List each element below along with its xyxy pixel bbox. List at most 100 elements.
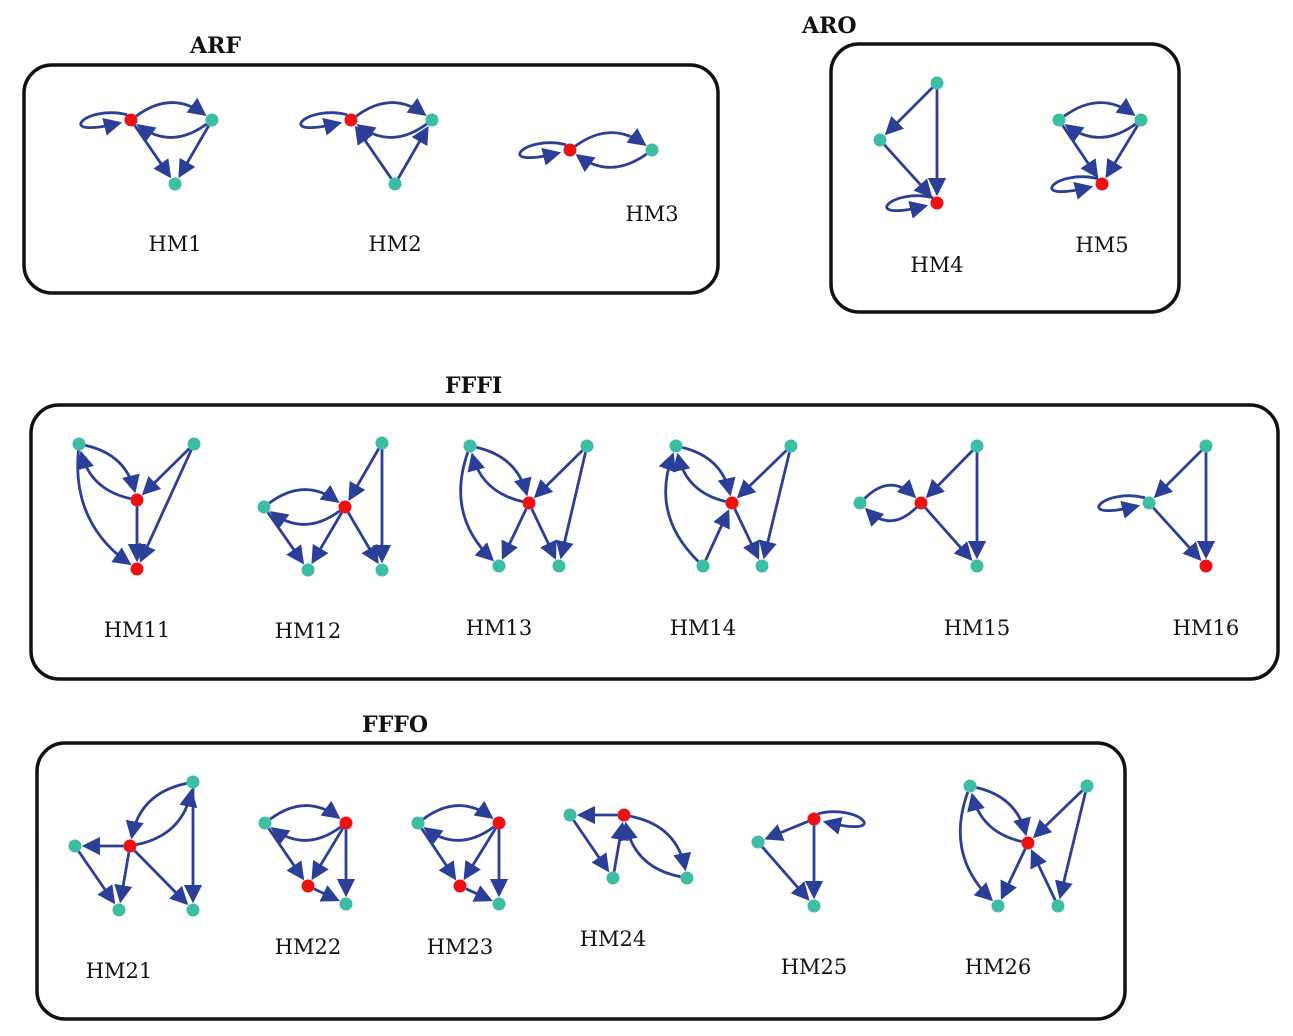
hm15-edge-h-to-b (924, 506, 973, 561)
motif-hm4 (873, 76, 947, 219)
hm15-node-t (970, 439, 984, 453)
hm13-node-tr (580, 439, 594, 453)
motif-hm14 (658, 439, 798, 573)
motif-hm13 (459, 439, 594, 573)
hm14-edge-tr-to-br (759, 451, 791, 560)
hm12-edge-l-to-bl (266, 511, 305, 565)
hm4-edge-t-to-m (884, 86, 934, 136)
motif-graphs (68, 76, 1216, 917)
hm22-edge-h-to-br (313, 885, 340, 902)
motif-label-hm2: HM2 (368, 232, 421, 256)
hm13-node-tl (463, 439, 477, 453)
hm25-node-l (751, 835, 765, 849)
hm24-node-r (680, 871, 694, 885)
hm11-edge-tl-to-b (76, 450, 132, 566)
group-ffi-title: FFFI (445, 373, 502, 399)
hm26-node-bl (991, 899, 1005, 913)
motif-label-hm21: HM21 (86, 959, 153, 983)
group-aro-title: ARO (801, 13, 857, 39)
motif-label-hm5: HM5 (1075, 233, 1128, 257)
hm1-node-c (168, 177, 182, 191)
hm11-node-tl (72, 437, 86, 451)
hm23-edge-tr-to-tl (423, 825, 495, 846)
hm14-node-tl (669, 439, 683, 453)
hm21-edge-h-to-br (133, 849, 189, 906)
hm26-node-tl (963, 779, 977, 793)
group-arf-box (22, 63, 720, 295)
motif-hm16 (1097, 439, 1216, 573)
hm24-node-h-hub (617, 808, 631, 822)
hm24-node-b (606, 871, 620, 885)
hm25-node-h-hub (807, 812, 821, 826)
hm22-node-h-hub (301, 879, 315, 893)
hm21-edge-h-to-t (136, 788, 198, 847)
hm16-edge-t-to-m (1153, 449, 1203, 499)
hm11-node-tr (187, 437, 201, 451)
motif-label-hm25: HM25 (781, 955, 848, 979)
hm2-edge-a-to-a (299, 111, 348, 136)
hm1-edge-b-to-c (178, 124, 210, 179)
hm2-edge-c-to-a (354, 125, 393, 180)
hm26-node-h-hub (1021, 836, 1035, 850)
hm5-edge-b-to-a (1064, 122, 1137, 143)
motif-label-hm24: HM24 (580, 927, 647, 951)
hm15-edge-t-to-h (925, 449, 974, 499)
hm15-node-b (970, 559, 984, 573)
motif-hm1 (79, 97, 219, 191)
hm21-edge-l-to-bl (77, 850, 116, 905)
hm1-edge-a-to-a (79, 111, 128, 136)
hm26-edge-h-to-bl (1000, 848, 1027, 900)
motif-label-hm1: HM1 (148, 232, 201, 256)
hm2-edge-c-to-b (397, 125, 429, 180)
hm11-edge-tr-to-h (141, 447, 191, 496)
hm5-edge-b-to-h (1105, 124, 1139, 179)
hm5-edge-h-to-h (1050, 175, 1099, 200)
motif-hm26 (958, 779, 1094, 913)
hm16-edge-m-to-m (1097, 494, 1146, 519)
hm26-edge-br-to-h (1030, 849, 1057, 901)
hm13-edge-tr-to-h (533, 449, 584, 499)
hm23-edge-tr-to-h (463, 827, 497, 881)
hm12-edge-h-to-bl (311, 511, 343, 565)
motif-hm21 (68, 775, 203, 917)
hm14-edge-bl-to-h (704, 509, 730, 561)
motif-hm2 (299, 97, 439, 191)
group-ffo-box (35, 741, 1127, 1021)
hm5-node-b (1134, 113, 1148, 127)
hm26-edge-h-to-tl (967, 792, 1022, 843)
hm15-edge-h-to-l (864, 506, 918, 527)
hm21-node-br (186, 903, 200, 917)
hm5-edge-a-to-b (1063, 97, 1136, 118)
hm3-edge-a-to-a (518, 141, 567, 166)
hm14-node-tr (784, 439, 798, 453)
hm26-edge-tl-to-h (976, 786, 1031, 837)
hm4-node-h-hub (930, 196, 944, 210)
hm1-node-a-hub (124, 113, 138, 127)
hm11-node-h-hub (130, 493, 144, 507)
hm12-edge-t-to-h (348, 447, 380, 502)
hm1-node-b (205, 113, 219, 127)
motif-hm23 (411, 800, 509, 911)
hm21-node-t (186, 775, 200, 789)
hm24-edge-b-to-h (610, 821, 629, 872)
hm23-edge-tl-to-h (420, 827, 457, 881)
hm24-edge-h-to-r (630, 814, 692, 872)
group-ffi-box (29, 403, 1280, 681)
hm3-edge-a-to-b (574, 127, 647, 148)
motif-label-hm3: HM3 (625, 202, 678, 226)
hm22-node-tr-hub (339, 816, 353, 830)
motif-label-hm15: HM15 (944, 616, 1011, 640)
hm16-node-b-hub (1199, 559, 1213, 573)
hm25-edge-h-to-h (817, 810, 866, 835)
hm12-edge-h-to-l (269, 509, 341, 530)
hm4-edge-h-to-h (885, 194, 934, 219)
hm12-edge-h-to-br (347, 511, 379, 565)
hm25-edge-h-to-l (764, 820, 809, 841)
hm22-node-tl (258, 816, 272, 830)
hm13-edge-tr-to-br (555, 452, 587, 560)
hm13-edge-tl-to-h (476, 446, 532, 497)
hm25-edge-l-to-b (761, 845, 810, 901)
motif-label-hm22: HM22 (275, 935, 342, 959)
motif-hm11 (72, 437, 201, 576)
hm2-edge-a-to-b (355, 97, 427, 118)
